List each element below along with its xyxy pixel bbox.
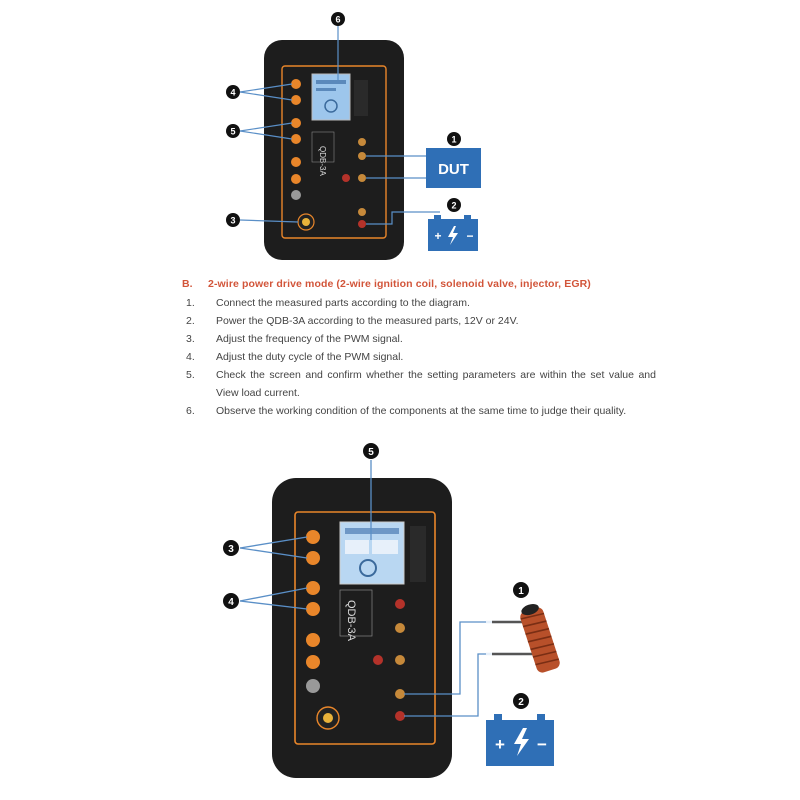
dut-box: DUT	[426, 148, 481, 188]
adjust-knob[interactable]	[297, 213, 315, 231]
svg-text:−: −	[466, 229, 473, 243]
section-heading: B. 2-wire power drive mode (2-wire igniti…	[182, 278, 591, 290]
mode-button-a[interactable]	[306, 633, 320, 647]
svg-text:1: 1	[451, 135, 456, 145]
svg-text:3: 3	[230, 216, 235, 226]
step-item: 5.Check the screen and confirm whether t…	[186, 369, 656, 399]
frequency-down-button[interactable]	[306, 551, 320, 565]
qdb-3a-device-top: QDB-3A	[264, 40, 404, 260]
duty-down-button[interactable]	[291, 134, 301, 144]
mode-button-b[interactable]	[306, 655, 320, 669]
terminal-2[interactable]	[395, 623, 405, 633]
callout-5: 5	[226, 124, 240, 138]
terminal-4[interactable]	[395, 655, 405, 665]
step-item: 2.Power the QDB-3A according to the meas…	[186, 315, 519, 327]
svg-text:1: 1	[518, 586, 524, 597]
svg-text:2: 2	[518, 697, 524, 708]
terminal-3[interactable]	[342, 174, 350, 182]
callout-3: 3	[223, 540, 239, 556]
battery-icon: + −	[428, 215, 478, 251]
callout-6: 6	[331, 12, 345, 26]
qdb-3a-device-bottom: QDB-3A	[272, 478, 452, 778]
terminal-5[interactable]	[395, 689, 405, 699]
lcd-screen	[339, 521, 405, 585]
power-button[interactable]	[291, 190, 301, 200]
power-button[interactable]	[306, 679, 320, 693]
mode-button-b[interactable]	[291, 174, 301, 184]
svg-text:4: 4	[228, 597, 234, 608]
terminal-6[interactable]	[395, 711, 405, 721]
svg-text:4: 4	[230, 88, 235, 98]
callout-3: 3	[226, 213, 240, 227]
duty-up-button[interactable]	[291, 118, 301, 128]
terminal-3[interactable]	[373, 655, 383, 665]
svg-text:5: 5	[230, 127, 235, 137]
callout-2: 2	[447, 198, 461, 212]
ignition-coil-icon	[492, 604, 560, 673]
step-item: 4.Adjust the duty cycle of the PWM signa…	[186, 351, 404, 363]
battery-icon: + −	[486, 714, 554, 766]
callout-5: 5	[363, 443, 379, 459]
svg-text:6: 6	[335, 15, 340, 25]
section-title: 2-wire power drive mode (2-wire ignition…	[208, 278, 591, 290]
callout-2: 2	[513, 693, 529, 709]
terminal-1[interactable]	[358, 138, 366, 146]
steps-list: 1.Connect the measured parts according t…	[186, 294, 656, 420]
svg-text:+: +	[495, 735, 505, 754]
callout-1: 1	[513, 582, 529, 598]
callout-4: 4	[226, 85, 240, 99]
dut-label: DUT	[438, 161, 469, 178]
frequency-up-button[interactable]	[306, 530, 320, 544]
adjust-knob[interactable]	[316, 706, 340, 730]
callout-1: 1	[447, 132, 461, 146]
section-letter: B.	[182, 278, 193, 290]
step-item: 1.Connect the measured parts according t…	[186, 297, 470, 309]
svg-text:5: 5	[368, 447, 374, 458]
frequency-down-button[interactable]	[291, 95, 301, 105]
frequency-up-button[interactable]	[291, 79, 301, 89]
svg-text:3: 3	[228, 544, 234, 555]
device-model-label: QDB-3A	[345, 600, 357, 642]
terminal-1[interactable]	[395, 599, 405, 609]
terminal-5[interactable]	[358, 208, 366, 216]
mode-button-a[interactable]	[291, 157, 301, 167]
step-item: 3.Adjust the frequency of the PWM signal…	[186, 333, 403, 345]
svg-text:−: −	[537, 735, 547, 754]
callout-4: 4	[223, 593, 239, 609]
terminal-6[interactable]	[358, 220, 366, 228]
top-wiring-diagram: QDB-3A 6	[226, 12, 481, 260]
svg-text:2: 2	[451, 201, 456, 211]
duty-up-button[interactable]	[306, 581, 320, 595]
step-item: 6.Observe the working condition of the c…	[186, 405, 627, 417]
device-model-label: QDB-3A	[318, 146, 327, 176]
svg-text:+: +	[434, 229, 441, 243]
terminal-2[interactable]	[358, 152, 366, 160]
duty-down-button[interactable]	[306, 602, 320, 616]
terminal-4[interactable]	[358, 174, 366, 182]
